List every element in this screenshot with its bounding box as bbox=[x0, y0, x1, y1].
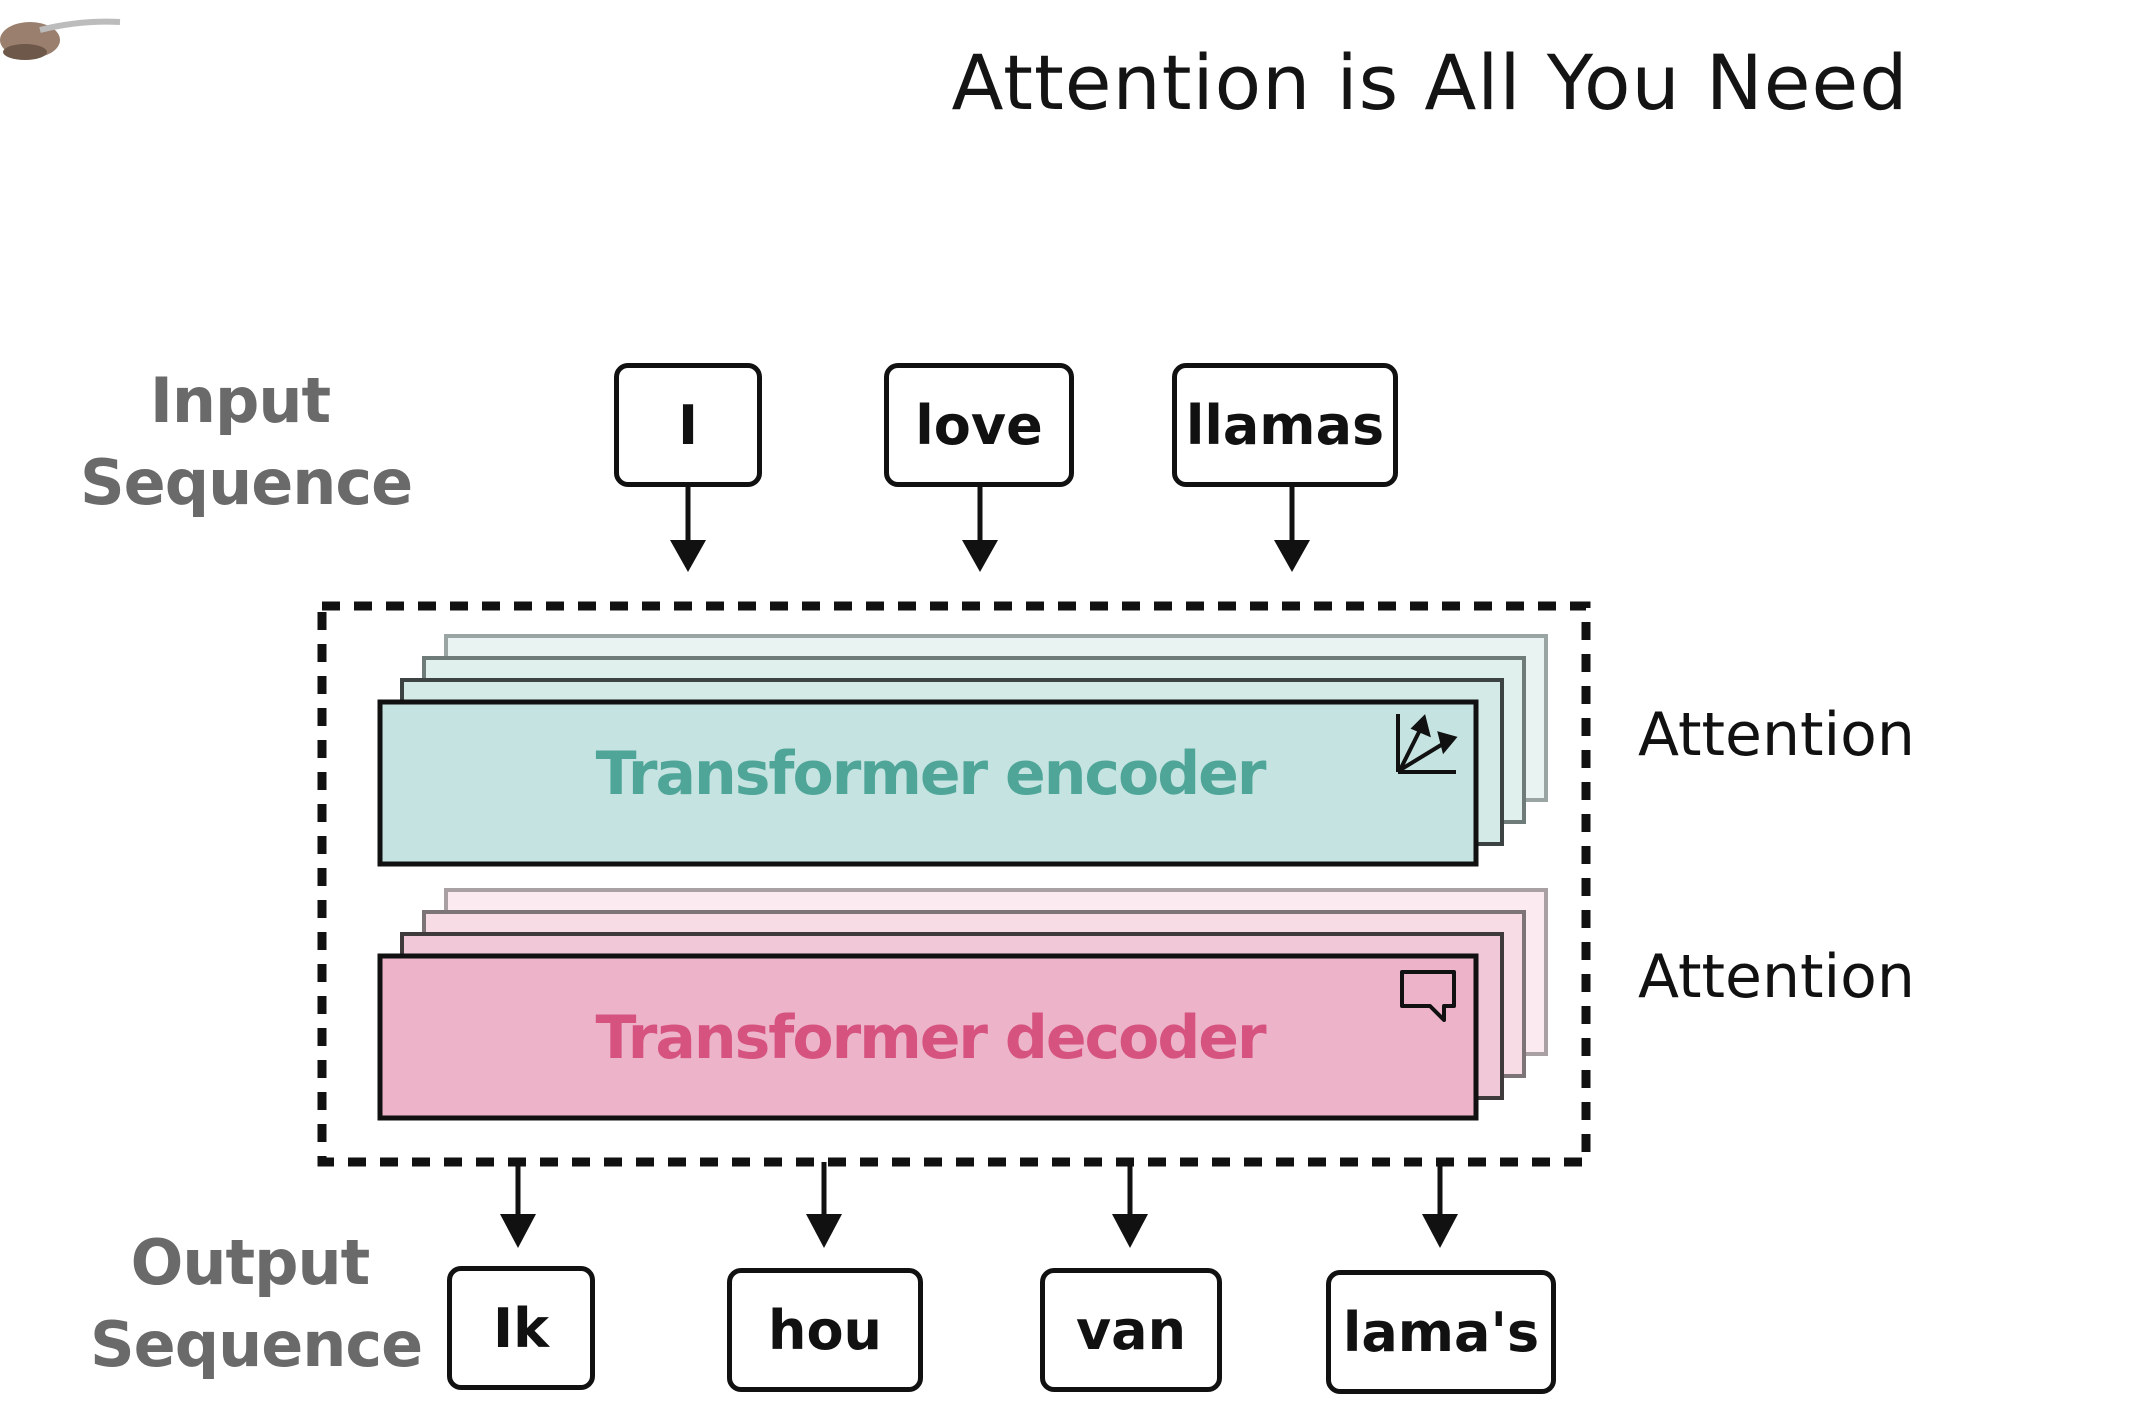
corner-animal-figure bbox=[0, 18, 121, 60]
input-label-line1: Input bbox=[149, 364, 331, 437]
encoder-label: Transformer encoder bbox=[596, 739, 1267, 809]
input-token-1: I bbox=[614, 363, 762, 487]
decoder-attention-label: Attention bbox=[1638, 942, 1915, 1012]
speech-bubble-icon bbox=[1400, 970, 1456, 1022]
output-token-3: van bbox=[1040, 1268, 1222, 1392]
output-sequence-label: Output Sequence bbox=[90, 1222, 423, 1386]
input-token-3: llamas bbox=[1172, 363, 1398, 487]
input-arrows bbox=[670, 485, 1310, 572]
output-token-2: hou bbox=[727, 1268, 923, 1392]
input-label-line2: Sequence bbox=[80, 446, 413, 519]
encoder-attention-label: Attention bbox=[1638, 700, 1915, 770]
encoder-stack bbox=[377, 634, 1548, 867]
output-label-line2: Sequence bbox=[90, 1308, 423, 1381]
output-arrows bbox=[500, 1162, 1458, 1248]
decoder-stack bbox=[377, 888, 1548, 1121]
output-token-4: lama's bbox=[1326, 1270, 1556, 1394]
output-label-line1: Output bbox=[130, 1226, 371, 1299]
input-sequence-label: Input Sequence bbox=[80, 360, 413, 524]
vector-axes-icon bbox=[1396, 714, 1458, 774]
input-token-2: love bbox=[884, 363, 1074, 487]
output-token-1: Ik bbox=[447, 1266, 595, 1390]
decoder-label: Transformer decoder bbox=[595, 1003, 1267, 1073]
page-title: Attention is All You Need bbox=[951, 38, 1909, 127]
attention-container bbox=[317, 601, 1591, 1167]
